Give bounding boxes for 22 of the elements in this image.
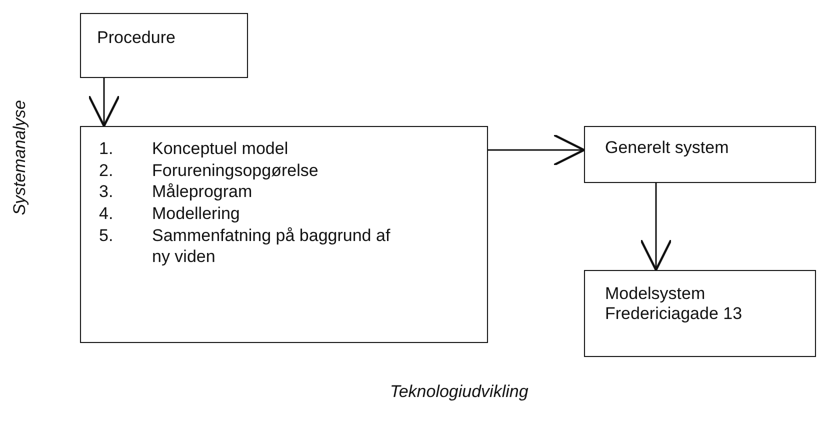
process-box [584,126,816,183]
process-box [584,270,816,357]
process-box [80,13,248,78]
step-text: Måleprogram [152,182,254,204]
step-number: 3. [99,182,114,204]
arrow [488,134,586,166]
step-number: 1. [99,139,114,160]
step-number: 4. [99,204,114,225]
step-text: Modellering [152,204,241,225]
step-text: Konceptuel model [152,139,290,160]
axis-label: Systemanalyse [10,100,30,216]
step-text: Sammenfatning på baggrund af ny viden [152,226,392,268]
box-text: Modelsystem Fredericiagade 13 [605,284,744,325]
step-number: 2. [99,160,114,182]
box-text: Procedure [97,28,176,48]
arrow [88,78,120,128]
step-text: Forureningsopgørelse [152,160,320,182]
axis-label: Teknologiudvikling [390,382,528,402]
box-text: Generelt system [605,138,730,158]
arrow [640,183,672,272]
step-number: 5. [99,226,114,247]
step-list-box [80,126,488,343]
